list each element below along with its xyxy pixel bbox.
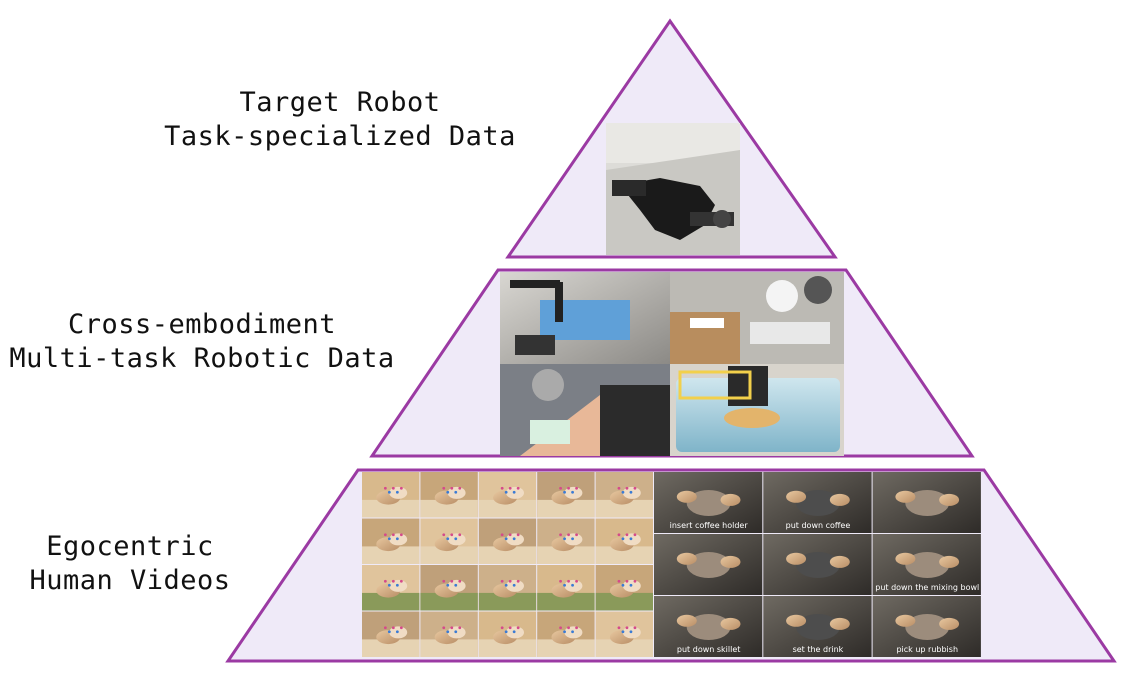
hand-video-thumbnail xyxy=(595,565,653,611)
tier-top-line2: Task-specialized Data xyxy=(164,121,516,152)
hand-video-thumbnail xyxy=(537,565,595,611)
hand-video-thumbnail xyxy=(420,472,478,518)
video-caption: pick up rubbish xyxy=(896,645,958,654)
hand-video-thumbnail xyxy=(420,518,478,564)
hand-video-thumbnail xyxy=(362,565,420,611)
tier-bottom-label: Egocentric Human Videos xyxy=(10,530,250,598)
kitchen-video-thumbnail xyxy=(872,534,981,595)
video-caption: put down the mixing bowl xyxy=(875,583,979,592)
tier-middle-label: Cross-embodiment Multi-task Robotic Data xyxy=(0,308,404,376)
tier-bottom-line1: Egocentric xyxy=(46,531,214,562)
tier-top-line1: Target Robot xyxy=(239,87,441,118)
hand-video-thumbnail xyxy=(595,472,653,518)
kitchen-video-thumbnail xyxy=(763,596,872,657)
video-caption: insert coffee holder xyxy=(670,521,749,530)
hand-video-thumbnail xyxy=(537,611,595,657)
kitchen-video-thumbnail xyxy=(654,534,763,595)
hand-video-thumbnail xyxy=(537,518,595,564)
kitchen-video-thumbnail xyxy=(763,534,872,595)
hand-video-thumbnail xyxy=(420,611,478,657)
hand-video-thumbnail xyxy=(537,472,595,518)
kitchen-video-thumbnail xyxy=(654,472,763,533)
hand-video-thumbnail xyxy=(478,472,537,518)
video-caption: put down skillet xyxy=(677,645,740,654)
hand-video-thumbnail xyxy=(478,611,537,657)
kitchen-video-thumbnail xyxy=(654,596,763,657)
egocentric-video-grid: insert coffee holder put down skillet put … xyxy=(362,472,981,657)
kitchen-video-thumbnail xyxy=(872,596,981,657)
hand-video-thumbnail xyxy=(362,518,420,564)
hand-video-thumbnail xyxy=(420,565,478,611)
kitchen-video-thumbnail xyxy=(763,472,872,533)
tier-middle-line1: Cross-embodiment xyxy=(67,309,337,340)
tier-bottom-line2: Human Videos xyxy=(29,565,231,596)
target-robot-image xyxy=(606,123,740,255)
tier-middle-line2: Multi-task Robotic Data xyxy=(9,343,395,374)
tier-top-label: Target Robot Task-specialized Data xyxy=(110,86,570,154)
hand-video-thumbnail xyxy=(362,611,420,657)
hand-video-thumbnail xyxy=(362,472,420,518)
hand-video-thumbnail xyxy=(478,518,537,564)
video-caption: put down coffee xyxy=(786,521,851,530)
hand-video-thumbnail xyxy=(478,565,537,611)
hand-video-thumbnail xyxy=(595,611,653,657)
robotic-data-images xyxy=(500,272,844,456)
video-caption: set the drink xyxy=(793,645,844,654)
hand-video-thumbnail xyxy=(595,518,653,564)
kitchen-video-thumbnail xyxy=(872,472,981,533)
